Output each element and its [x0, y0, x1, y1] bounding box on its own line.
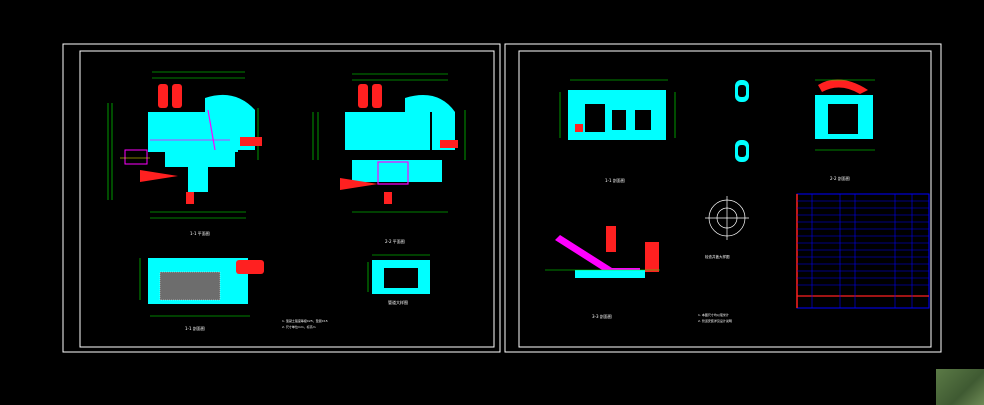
- circular-detail: 检查井盖大样图: [705, 196, 749, 259]
- section-view-1: 1-1 剖面图: [139, 258, 264, 331]
- left-notes: 1. 混凝土强度等级C25，垫层C15 2. 尺寸单位mm，标高m: [282, 318, 328, 329]
- detail-view-small: 管道大样图: [367, 254, 430, 305]
- materials-table: [796, 193, 930, 309]
- right-sheet-inner-frame: [518, 50, 932, 348]
- svg-text:2. 管道安装详见设计说明: 2. 管道安装详见设计说明: [698, 318, 732, 323]
- svg-text:管道大样图: 管道大样图: [388, 299, 408, 305]
- pipe-detail-b: [735, 140, 749, 162]
- plan-view-1: 1-1 平面图: [107, 71, 262, 236]
- svg-text:1. 混凝土强度等级C25，垫层C15: 1. 混凝土强度等级C25，垫层C15: [282, 318, 328, 323]
- side-section-view: 2-2 剖面图: [815, 79, 875, 181]
- svg-text:2-2 平面图: 2-2 平面图: [385, 238, 405, 244]
- pipe-detail-a: [735, 80, 749, 102]
- svg-text:检查井盖大样图: 检查井盖大样图: [705, 254, 730, 259]
- left-sheet-outer-frame: [62, 43, 501, 353]
- svg-text:3-3 剖面图: 3-3 剖面图: [592, 313, 612, 319]
- plan-view-2: 2-2 平面图: [312, 73, 466, 244]
- elevation-view: 1-1 剖面图: [559, 79, 676, 183]
- right-sheet: 1-1 剖面图 2-2 剖面图 检查井盖大样图: [504, 43, 942, 353]
- desktop-corner-thumbnail: [936, 369, 984, 405]
- svg-text:1-1 剖面图: 1-1 剖面图: [605, 177, 625, 183]
- svg-text:1-1 剖面图: 1-1 剖面图: [185, 325, 205, 331]
- left-sheet: 1-1 平面图 2-2 平面图: [62, 43, 501, 353]
- right-notes: 1. 本图尺寸均以毫米计 2. 管道安装详见设计说明: [698, 312, 732, 323]
- left-sheet-inner-frame: [79, 50, 495, 348]
- svg-text:2. 尺寸单位mm，标高m: 2. 尺寸单位mm，标高m: [282, 324, 316, 329]
- svg-text:2-2 剖面图: 2-2 剖面图: [830, 175, 850, 181]
- svg-text:1-1 平面图: 1-1 平面图: [190, 230, 210, 236]
- svg-text:1. 本图尺寸均以毫米计: 1. 本图尺寸均以毫米计: [698, 312, 729, 317]
- right-sheet-outer-frame: [504, 43, 942, 353]
- stair-section-view: 3-3 剖面图: [545, 226, 660, 319]
